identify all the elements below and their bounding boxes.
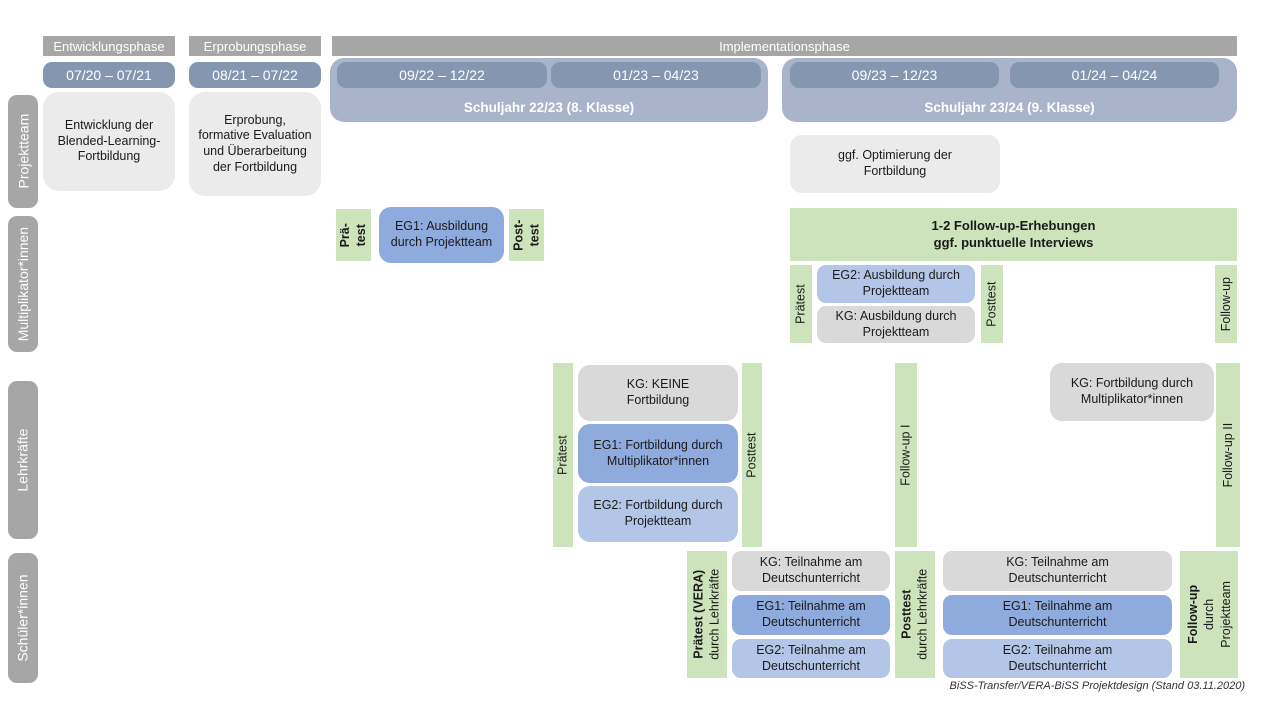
box-entwicklung-fortbildung-text: Entwicklung der Blended-Learning-Fortbil…: [57, 118, 161, 164]
lehrkraefte-followup-1: Follow-up I: [895, 363, 917, 547]
box-eg2-ausbildung-projektteam-text: EG2: Ausbildung durch Projektteam: [832, 268, 960, 298]
phase-entwicklungsphase-label: Entwicklungsphase: [53, 38, 165, 54]
box-followup-erhebungen-line2: ggf. punktuelle Interviews: [933, 234, 1094, 250]
schueler-followup-line1: Follow-up: [1185, 584, 1200, 645]
schueler-praetest-vera-line1: Prätest (VERA): [691, 570, 706, 659]
box-eg1-teilnahme-2-text: EG1: Teilnahme am Deutschunterricht: [1002, 599, 1113, 629]
phase-erprobungsphase-label: Erprobungsphase: [203, 38, 307, 54]
box-kg-keine-fortbildung: KG: KEINE Fortbildung: [578, 365, 738, 421]
box-kg-ausbildung-projektteam: KG: Ausbildung durch Projektteam: [817, 306, 975, 343]
phase-erprobungsphase: Erprobungsphase: [189, 36, 321, 56]
row-label-schuelerinnen: Schüler*innen: [8, 553, 38, 683]
row-label-multiplikatorinnen: Multiplikator*innen: [8, 216, 38, 352]
box-kg-fortbildung-multiplikatoren-text: KG: Fortbildung durch Multiplikator*inne…: [1070, 376, 1194, 406]
row-label-projektteam: Projektteam: [8, 95, 38, 208]
multiplikator-posttest-2: Posttest: [981, 265, 1003, 343]
lehrkraefte-followup-2-text: Follow-up II: [1220, 422, 1235, 488]
lehrkraefte-posttest: Posttest: [742, 363, 762, 547]
box-eg2-ausbildung-projektteam: EG2: Ausbildung durch Projektteam: [817, 265, 975, 303]
lehrkraefte-followup-1-text: Follow-up I: [898, 424, 913, 486]
box-optimierung-fortbildung: ggf. Optimierung der Fortbildung: [790, 135, 1000, 193]
row-label-lehrkraefte-text: Lehrkräfte: [14, 428, 31, 492]
box-eg2-fortbildung-projektteam: EG2: Fortbildung durch Projektteam: [578, 486, 738, 542]
box-eg1-teilnahme-1-text: EG1: Teilnahme am Deutschunterricht: [756, 599, 866, 629]
row-label-schuelerinnen-text: Schüler*innen: [14, 574, 31, 662]
schueler-followup-line3: Projektteam: [1218, 581, 1233, 648]
box-kg-keine-fortbildung-text: KG: KEINE Fortbildung: [626, 377, 690, 407]
multiplikator-praetest-1: Prä-test: [336, 209, 371, 261]
date-01-23: 01/23 – 04/23: [551, 62, 761, 88]
box-followup-erhebungen-line1: 1-2 Follow-up-Erhebungen: [931, 218, 1096, 234]
box-eg2-teilnahme-1-text: EG2: Teilnahme am Deutschunterricht: [756, 642, 866, 673]
multiplikator-posttest-1: Post-test: [509, 209, 544, 261]
date-08-21: 08/21 – 07/22: [189, 62, 321, 88]
date-09-22: 09/22 – 12/22: [337, 62, 547, 88]
date-01-24: 01/24 – 04/24: [1010, 62, 1219, 88]
multiplikator-followup: Follow-up: [1215, 265, 1237, 343]
box-kg-teilnahme-2: KG: Teilnahme am Deutschunterricht: [943, 551, 1172, 591]
multiplikator-praetest-2-text: Prätest: [793, 284, 808, 324]
schueler-praetest-vera: Prätest (VERA)durch Lehrkräfte: [687, 551, 727, 678]
lehrkraefte-praetest-text: Prätest: [555, 435, 570, 475]
multiplikator-posttest-1-line1: Post-: [511, 219, 526, 251]
box-kg-ausbildung-projektteam-text: KG: Ausbildung durch Projektteam: [835, 308, 957, 339]
box-erprobung-evaluation-text: Erprobung, formative Evaluation und Über…: [198, 112, 312, 174]
box-kg-teilnahme-1-text: KG: Teilnahme am Deutschunterricht: [759, 555, 863, 585]
schueler-followup-line2: durch: [1201, 598, 1216, 631]
box-entwicklung-fortbildung: Entwicklung der Blended-Learning-Fortbil…: [43, 92, 175, 191]
phase-implementationsphase-label: Implementationsphase: [719, 38, 850, 54]
phase-entwicklungsphase: Entwicklungsphase: [43, 36, 175, 56]
lehrkraefte-posttest-text: Posttest: [744, 432, 759, 478]
box-erprobung-evaluation: Erprobung, formative Evaluation und Über…: [189, 92, 321, 196]
box-eg1-fortbildung-multiplikatoren: EG1: Fortbildung durch Multiplikator*inn…: [578, 424, 738, 483]
row-label-projektteam-text: Projektteam: [14, 114, 31, 189]
schueler-posttest-line2: durch Lehrkräfte: [916, 568, 930, 661]
box-eg1-fortbildung-multiplikatoren-text: EG1: Fortbildung durch Multiplikator*inn…: [593, 437, 723, 468]
schuljahr-22-23-label: Schuljahr 22/23 (8. Klasse): [463, 99, 635, 115]
box-eg2-fortbildung-projektteam-text: EG2: Fortbildung durch Projektteam: [593, 498, 723, 528]
box-eg1-teilnahme-2: EG1: Teilnahme am Deutschunterricht: [943, 595, 1172, 635]
phase-implementationsphase: Implementationsphase: [332, 36, 1237, 56]
multiplikator-praetest-1-line1: Prä-: [338, 222, 353, 248]
date-09-23: 09/23 – 12/23: [790, 62, 999, 88]
box-kg-teilnahme-1: KG: Teilnahme am Deutschunterricht: [732, 551, 890, 591]
multiplikator-posttest-2-text: Posttest: [984, 281, 999, 327]
multiplikator-praetest-2: Prätest: [790, 265, 812, 343]
schueler-praetest-vera-line2: durch Lehrkräfte: [708, 568, 722, 661]
row-label-multiplikatorinnen-text: Multiplikator*innen: [14, 226, 31, 342]
box-eg2-teilnahme-1: EG2: Teilnahme am Deutschunterricht: [732, 639, 890, 678]
lehrkraefte-followup-2: Follow-up II: [1216, 363, 1240, 547]
box-eg2-teilnahme-2-text: EG2: Teilnahme am Deutschunterricht: [1002, 642, 1113, 673]
multiplikator-followup-text: Follow-up: [1218, 276, 1233, 332]
box-eg1-ausbildung-projektteam: EG1: Ausbildung durch Projektteam: [379, 207, 504, 263]
box-eg2-teilnahme-2: EG2: Teilnahme am Deutschunterricht: [943, 639, 1172, 678]
row-label-lehrkraefte: Lehrkräfte: [8, 381, 38, 539]
date-07-20: 07/20 – 07/21: [43, 62, 175, 88]
multiplikator-praetest-1-line2: test: [354, 223, 369, 247]
schuljahr-23-24-label: Schuljahr 23/24 (9. Klasse): [924, 99, 1095, 115]
schueler-posttest-line1: Posttest: [899, 589, 914, 640]
box-optimierung-fortbildung-text: ggf. Optimierung der Fortbildung: [838, 148, 952, 178]
box-kg-teilnahme-2-text: KG: Teilnahme am Deutschunterricht: [1006, 555, 1109, 585]
multiplikator-posttest-1-line2: test: [527, 223, 542, 247]
box-eg1-ausbildung-projektteam-text: EG1: Ausbildung durch Projektteam: [390, 219, 493, 249]
box-eg1-teilnahme-1: EG1: Teilnahme am Deutschunterricht: [732, 595, 890, 635]
lehrkraefte-praetest: Prätest: [553, 363, 573, 547]
box-kg-fortbildung-multiplikatoren: KG: Fortbildung durch Multiplikator*inne…: [1050, 363, 1214, 421]
slide-caption: BiSS-Transfer/VERA-BiSS Projektdesign (S…: [949, 680, 1245, 692]
